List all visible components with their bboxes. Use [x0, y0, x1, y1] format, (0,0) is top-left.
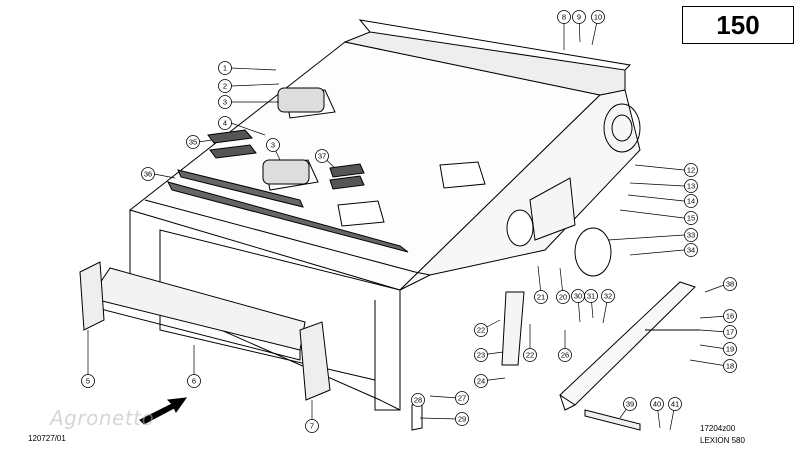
drawing-code: 17204z00 — [700, 424, 736, 433]
callout-circle-29 — [455, 412, 469, 426]
callout-number-9: 9 — [577, 13, 581, 22]
callout-number-21: 21 — [537, 293, 545, 302]
callout-circle-4 — [218, 116, 232, 130]
watermark: Agronetto — [50, 406, 155, 430]
left-bracket — [79, 261, 105, 331]
callout-circle-12 — [684, 163, 698, 177]
callout-circle-22 — [523, 348, 537, 362]
round-cover — [574, 227, 612, 277]
callout-circle-3 — [218, 95, 232, 109]
callout-number-38: 38 — [726, 280, 734, 289]
page-number: 150 — [682, 6, 794, 44]
callout-circle-41 — [668, 397, 682, 411]
callout-circle-39 — [623, 397, 637, 411]
callout-circle-28 — [411, 393, 425, 407]
callout-circle-36 — [141, 167, 155, 181]
upper-trough — [343, 31, 626, 96]
callout-circle-8 — [557, 10, 571, 24]
callout-number-3: 3 — [271, 141, 275, 150]
callout-number-12: 12 — [687, 166, 695, 175]
callout-number-5: 5 — [86, 377, 90, 386]
callout-circle-22 — [474, 323, 488, 337]
callout-number-39: 39 — [626, 400, 634, 409]
callout-number-40: 40 — [653, 400, 661, 409]
callout-circle-18 — [723, 359, 737, 373]
callout-number-29: 29 — [458, 415, 466, 424]
callout-circle-31 — [584, 289, 598, 303]
callout-number-34: 34 — [687, 246, 695, 255]
callout-circle-16 — [723, 309, 737, 323]
swing-arm — [559, 281, 696, 406]
model-name: LEXION 580 — [700, 436, 745, 445]
callout-circle-26 — [558, 348, 572, 362]
direction-arrow — [139, 397, 188, 425]
callout-number-7: 7 — [310, 422, 314, 431]
callout-circle-40 — [650, 397, 664, 411]
callout-number-15: 15 — [687, 214, 695, 223]
callout-circle-23 — [474, 348, 488, 362]
callout-number-17: 17 — [726, 328, 734, 337]
callout-circle-15 — [684, 211, 698, 225]
callout-number-14: 14 — [687, 197, 695, 206]
callout-circle-27 — [455, 391, 469, 405]
callout-circle-32 — [601, 289, 615, 303]
callout-circle-24 — [474, 374, 488, 388]
callout-number-1: 1 — [223, 64, 227, 73]
callout-circle-1 — [218, 61, 232, 75]
callout-number-16: 16 — [726, 312, 734, 321]
callout-circle-33 — [684, 228, 698, 242]
callout-circle-35 — [186, 135, 200, 149]
callout-number-8: 8 — [562, 13, 566, 22]
callout-circle-21 — [534, 290, 548, 304]
callout-number-28: 28 — [414, 396, 422, 405]
callout-circle-37 — [315, 149, 329, 163]
callout-circle-17 — [723, 325, 737, 339]
callout-number-10: 10 — [594, 13, 602, 22]
callout-number-22: 22 — [526, 351, 534, 360]
callout-number-6: 6 — [192, 377, 196, 386]
callout-number-20: 20 — [559, 293, 567, 302]
sheet-reference: 120727/01 — [28, 434, 66, 443]
callout-circle-13 — [684, 179, 698, 193]
callout-circle-3 — [266, 138, 280, 152]
callout-number-19: 19 — [726, 345, 734, 354]
callout-number-37: 37 — [318, 152, 326, 161]
callout-number-4: 4 — [223, 119, 227, 128]
callout-number-26: 26 — [561, 351, 569, 360]
callout-number-31: 31 — [587, 292, 595, 301]
callout-number-33: 33 — [687, 231, 695, 240]
callout-circle-19 — [723, 342, 737, 356]
callout-number-22: 22 — [477, 326, 485, 335]
callout-circle-2 — [218, 79, 232, 93]
callout-circle-38 — [723, 277, 737, 291]
callout-number-32: 32 — [604, 292, 612, 301]
callout-number-36: 36 — [144, 170, 152, 179]
callout-number-24: 24 — [477, 377, 485, 386]
callout-circle-5 — [81, 374, 95, 388]
right-bracket — [299, 321, 331, 401]
callout-circle-6 — [187, 374, 201, 388]
callout-circle-10 — [591, 10, 605, 24]
end-flange — [603, 103, 641, 153]
front-cover-plate — [89, 267, 306, 351]
callout-number-41: 41 — [671, 400, 679, 409]
link-rod — [501, 291, 525, 366]
callout-number-3: 3 — [223, 98, 227, 107]
callout-circle-20 — [556, 290, 570, 304]
callout-number-30: 30 — [574, 292, 582, 301]
callout-circle-7 — [305, 419, 319, 433]
callout-circle-34 — [684, 243, 698, 257]
callout-number-23: 23 — [477, 351, 485, 360]
callout-number-35: 35 — [189, 138, 197, 147]
callout-circle-14 — [684, 194, 698, 208]
callout-number-13: 13 — [687, 182, 695, 191]
callout-circle-9 — [572, 10, 586, 24]
callout-number-2: 2 — [223, 82, 227, 91]
callout-number-27: 27 — [458, 394, 466, 403]
callout-number-18: 18 — [726, 362, 734, 371]
